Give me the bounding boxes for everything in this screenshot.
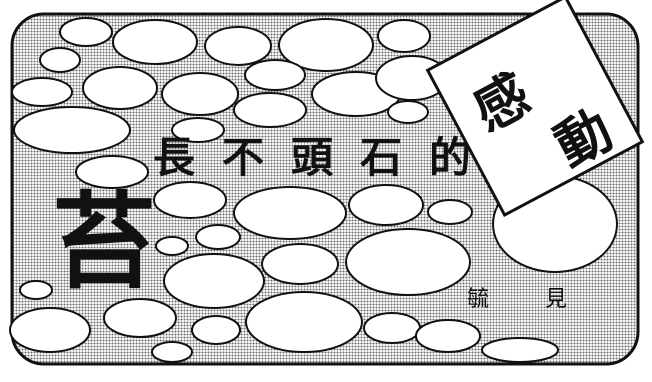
pebble: [19, 280, 53, 300]
pebble: [82, 66, 158, 110]
pebble: [245, 291, 363, 353]
pebble: [233, 186, 347, 240]
pebble: [161, 72, 239, 116]
title-char: 長: [153, 133, 196, 182]
pebble: [163, 253, 265, 309]
pebble: [427, 199, 473, 225]
pebble: [155, 236, 189, 256]
pebble: [59, 17, 113, 47]
pebble: [233, 92, 307, 128]
pebble: [481, 337, 559, 363]
pebble: [377, 19, 431, 53]
pebble: [153, 181, 227, 219]
badge: 感 動: [425, 0, 645, 218]
pebble: [191, 315, 241, 345]
pebble: [171, 117, 225, 143]
pebble: [387, 100, 429, 124]
pebble: [278, 18, 374, 72]
title-char: 頭: [291, 133, 334, 182]
badge-box: [425, 0, 645, 218]
title-char: 不: [222, 133, 264, 182]
pebble: [363, 312, 421, 344]
title-char: 石: [360, 133, 402, 182]
pebble: [415, 319, 481, 353]
pebble: [103, 298, 177, 338]
pebble: [195, 224, 241, 250]
pebble: [204, 26, 272, 66]
pebble: [11, 77, 73, 107]
pebble: [75, 155, 149, 189]
pebble: [151, 341, 193, 363]
author-byline: 毓 見: [467, 287, 567, 312]
author-char: 見: [545, 287, 567, 312]
title-line: 長 不 頭 石 的: [153, 133, 471, 182]
title-big-char: 苔: [52, 181, 156, 303]
pebble: [244, 59, 306, 91]
author-char: 毓: [467, 287, 489, 312]
pebble: [261, 243, 339, 285]
pebble-field: [9, 17, 618, 363]
pebble: [112, 19, 198, 65]
pebble: [348, 184, 424, 226]
pebble: [13, 106, 131, 154]
pebble: [345, 228, 471, 296]
pebble: [9, 307, 91, 353]
pebble: [39, 47, 81, 73]
